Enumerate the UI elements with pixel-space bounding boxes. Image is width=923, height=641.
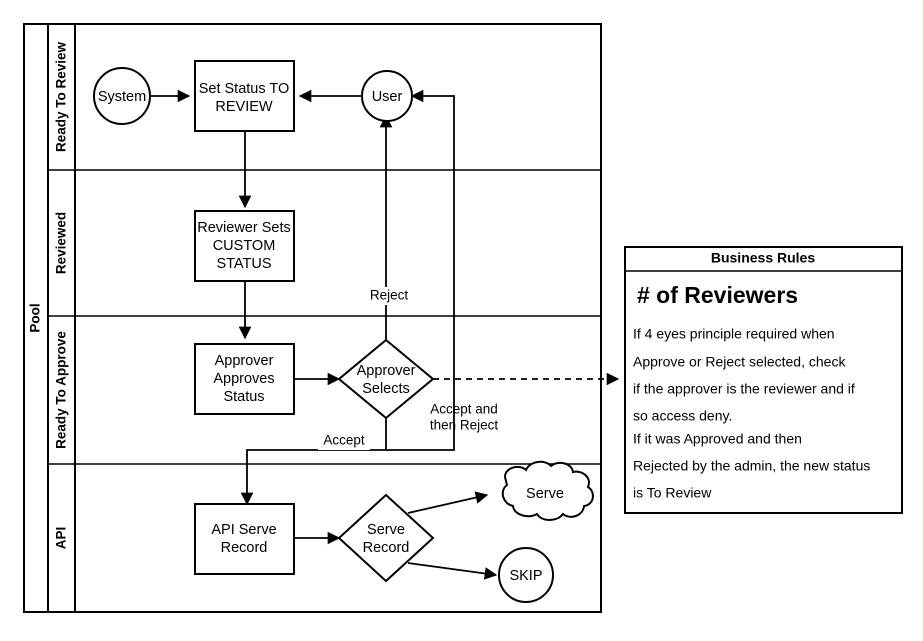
business-rules-header: Business Rules	[711, 250, 815, 266]
pool-label: Pool	[28, 303, 43, 332]
business-rules-line-4: so access deny.	[633, 408, 732, 424]
business-rules-panel: Business Rules # of Reviewers If 4 eyes …	[624, 246, 903, 514]
serve-record-diamond[interactable]	[337, 493, 435, 583]
node-set-status-to-review[interactable]: Set Status TO REVIEW	[194, 60, 295, 132]
set-status-label-line2: REVIEW	[215, 99, 273, 115]
serve-cloud-shape[interactable]	[501, 460, 594, 521]
node-api-serve-record[interactable]: API Serve Record	[194, 503, 295, 575]
pool-outer-border	[23, 23, 602, 613]
approver-selects-label-line1: Approver	[357, 363, 416, 379]
business-rules-line-5: If it was Approved and then	[633, 431, 802, 447]
approver-selects-diamond[interactable]	[337, 338, 435, 420]
set-status-box[interactable]	[194, 60, 295, 132]
system-circle[interactable]	[93, 67, 151, 125]
lane-label-ready-to-review: Ready To Review	[54, 41, 69, 152]
user-circle[interactable]	[361, 70, 413, 122]
reject-label-bg	[366, 287, 410, 305]
serve-label: Serve	[526, 486, 564, 502]
approver-approves-box[interactable]	[194, 343, 295, 415]
business-rules-line-3: if the approver is the reviewer and if	[633, 381, 855, 397]
reviewer-sets-label-line2: CUSTOM	[213, 238, 276, 254]
node-user[interactable]: User	[361, 70, 413, 122]
edge-label-accept-then-reject-line2: then Reject	[430, 418, 499, 433]
approver-approves-label-line2: Approves	[213, 371, 274, 387]
business-rules-line-2: Approve or Reject selected, check	[633, 354, 846, 370]
node-skip[interactable]: SKIP	[498, 547, 554, 603]
node-serve-record[interactable]: Serve Record	[337, 493, 435, 583]
node-approver-approves-status[interactable]: Approver Approves Status	[194, 343, 295, 415]
skip-label: SKIP	[509, 568, 542, 584]
reviewer-sets-box[interactable]	[194, 210, 295, 282]
api-serve-record-box[interactable]	[194, 503, 295, 575]
set-status-label-line1: Set Status TO	[199, 81, 290, 97]
reviewer-sets-label-line1: Reviewer Sets	[197, 220, 290, 236]
node-approver-selects[interactable]: Approver Selects	[337, 338, 435, 420]
skip-circle[interactable]	[498, 547, 554, 603]
lane-label-api: API	[54, 527, 69, 550]
accept-label-bg	[318, 432, 370, 450]
flow-accept-then-reject-to-user	[386, 89, 455, 451]
business-rules-line-6: Rejected by the admin, the new status	[633, 458, 870, 474]
api-serve-record-label-line2: Record	[221, 540, 268, 556]
flows: Reject Accept and then Reject Accept	[150, 89, 620, 580]
flow-serve-record-to-serve	[407, 491, 489, 514]
lanes: Ready To Review Reviewed Ready To Approv…	[48, 24, 601, 612]
business-rules-line-1: If 4 eyes principle required when	[633, 326, 835, 342]
node-system[interactable]: System	[93, 67, 151, 125]
approver-approves-label-line1: Approver	[215, 353, 274, 369]
reviewer-sets-label-line3: STATUS	[216, 256, 271, 272]
business-rules-heading: # of Reviewers	[637, 282, 798, 308]
business-rules-box	[624, 246, 903, 514]
approver-approves-label-line3: Status	[223, 389, 264, 405]
flow-accept-to-api-serve-record	[240, 417, 387, 506]
node-reviewer-sets-custom-status[interactable]: Reviewer Sets CUSTOM STATUS	[194, 210, 295, 282]
pool: Pool	[23, 23, 602, 613]
edge-label-accept: Accept	[323, 433, 365, 448]
serve-record-label-line1: Serve	[367, 522, 405, 538]
api-serve-record-label-line1: API Serve	[211, 522, 276, 538]
lane-label-reviewed: Reviewed	[54, 212, 69, 274]
node-serve[interactable]: Serve	[501, 460, 594, 521]
edge-label-accept-then-reject-line1: Accept and	[430, 402, 498, 417]
flow-serve-record-to-skip	[407, 562, 498, 580]
user-label: User	[372, 89, 403, 105]
lane-label-ready-to-approve: Ready To Approve	[54, 331, 69, 449]
business-rules-line-7: is To Review	[633, 485, 712, 501]
system-label: System	[98, 89, 146, 105]
approver-selects-label-line2: Selects	[362, 381, 410, 397]
serve-record-label-line2: Record	[363, 540, 410, 556]
edge-label-reject: Reject	[370, 288, 409, 303]
